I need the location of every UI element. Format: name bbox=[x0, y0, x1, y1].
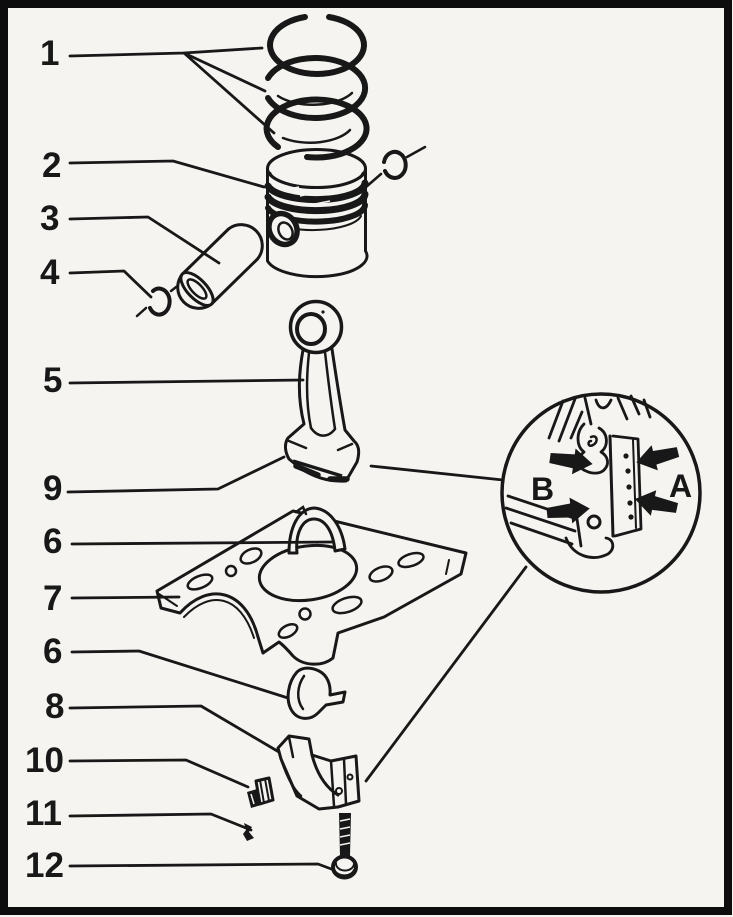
callout-10: 10 bbox=[25, 741, 64, 780]
inset-label-a: A bbox=[669, 468, 692, 504]
piston-pin bbox=[176, 223, 264, 310]
callout-4: 4 bbox=[40, 253, 60, 292]
callout-5: 5 bbox=[43, 361, 62, 400]
callout-1: 1 bbox=[40, 34, 59, 73]
inset-leader-to-rod bbox=[369, 464, 505, 482]
callout-labels: 1 2 3 4 5 9 6 7 6 8 10 11 12 bbox=[25, 34, 64, 885]
callout-6-upper: 6 bbox=[43, 522, 62, 561]
circlip-right bbox=[364, 145, 427, 189]
arrow-b-lower bbox=[546, 497, 590, 524]
baffle-plate bbox=[155, 509, 468, 666]
inset-sketch bbox=[504, 394, 652, 559]
callout-12: 12 bbox=[25, 846, 64, 885]
callout-3: 3 bbox=[40, 199, 59, 238]
bearing-cap bbox=[276, 734, 361, 811]
arrow-a-lower bbox=[634, 490, 679, 516]
arrow-a-upper bbox=[636, 445, 680, 471]
arrow-b-upper bbox=[549, 448, 593, 475]
callout-11: 11 bbox=[25, 794, 62, 833]
upper-bearing-shell bbox=[287, 505, 347, 555]
callout-6-lower: 6 bbox=[43, 632, 62, 671]
lower-bearing-shell bbox=[286, 666, 347, 720]
inset-label-b: B bbox=[531, 471, 554, 507]
callout-2: 2 bbox=[42, 146, 61, 185]
tiny-bolt bbox=[243, 823, 254, 841]
connecting-rod bbox=[284, 299, 361, 483]
callout-7: 7 bbox=[43, 579, 62, 618]
small-fastener bbox=[247, 776, 275, 808]
piston-rings bbox=[263, 14, 370, 161]
leader-lines bbox=[66, 46, 528, 872]
callout-8: 8 bbox=[45, 687, 64, 726]
inset-arrows bbox=[546, 445, 680, 524]
piston bbox=[264, 148, 369, 279]
inset-leader-to-cap bbox=[364, 565, 528, 783]
detail-inset: B A bbox=[500, 392, 702, 594]
cap-bolt bbox=[331, 813, 358, 880]
callout-9: 9 bbox=[43, 469, 62, 508]
